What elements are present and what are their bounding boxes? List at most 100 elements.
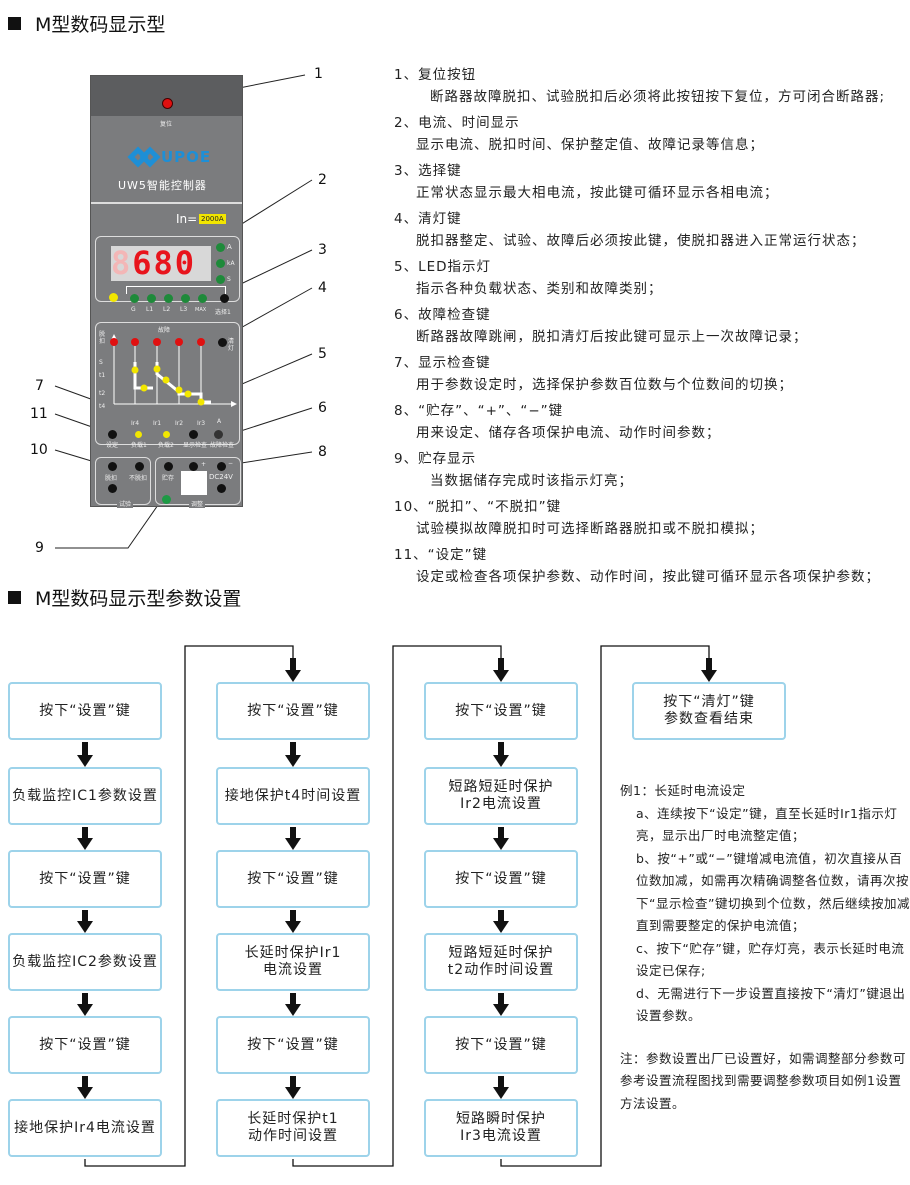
flow-step-label: 按下“清灯”键 参数查看结束 bbox=[663, 694, 755, 727]
section-title-display: M型数码显示型 bbox=[8, 10, 165, 37]
reset-label: 复位 bbox=[160, 121, 173, 128]
connector-line bbox=[500, 645, 710, 1167]
description-body: 当数据储存完成时该指示灯亮； bbox=[430, 473, 633, 489]
led-l2 bbox=[164, 294, 173, 303]
tick-t2: t2 bbox=[99, 390, 106, 397]
set-button[interactable] bbox=[108, 430, 117, 439]
plus-button[interactable] bbox=[189, 462, 198, 471]
flow-step-label: 按下“设置”键 bbox=[455, 870, 547, 887]
led-s bbox=[216, 275, 225, 284]
flow-step-label: 按下“设置”键 bbox=[247, 702, 339, 719]
description-item: 4、清灯键脱扣器整定、试验、故障后必须按此键，使脱扣器进入正常运行状态； bbox=[394, 208, 910, 252]
brand-logo-icon bbox=[127, 146, 161, 168]
description-body: 正常状态显示最大相电流，按此键可循环显示各相电流； bbox=[416, 185, 779, 201]
reset-button[interactable] bbox=[162, 98, 173, 109]
test-button[interactable] bbox=[108, 484, 117, 493]
clear-light-button[interactable] bbox=[218, 338, 227, 347]
square-bullet-icon bbox=[8, 17, 21, 30]
connector-line bbox=[292, 645, 502, 1167]
controller-panel: 复位 UPOE UW5智能控制器 In= 2000A 8680 A kA S G… bbox=[90, 75, 243, 508]
flow-step: 按下“设置”键 bbox=[8, 1016, 162, 1074]
callout-3: 3 bbox=[318, 242, 327, 258]
display-check-button[interactable] bbox=[189, 430, 198, 439]
example-section: 例1：长延时电流设定 a、连续按下“设定”键，直至长延时Ir1指示灯亮，显示出厂… bbox=[620, 780, 910, 1115]
down-arrow-icon bbox=[493, 910, 509, 933]
unit-ka: kA bbox=[227, 260, 235, 267]
fault-check-button[interactable] bbox=[214, 430, 223, 439]
down-arrow-icon bbox=[285, 827, 301, 850]
description-body: 脱扣器整定、试验、故障后必须按此键，使脱扣器进入正常运行状态； bbox=[416, 233, 866, 249]
divider bbox=[91, 202, 242, 204]
description-title: 6、故障检查键 bbox=[394, 307, 491, 323]
flow-step-label: 接地保护Ir4电流设置 bbox=[14, 1119, 156, 1136]
description-item: 10、“脱扣”、“不脱扣”键试验模拟故障脱扣时可选择断路器脱扣或不脱扣模拟； bbox=[394, 496, 910, 540]
description-body: 用来设定、储存各项保护电流、动作时间参数； bbox=[416, 425, 721, 441]
down-arrow-icon bbox=[285, 742, 301, 767]
flow-step-label: 长延时保护t1 动作时间设置 bbox=[247, 1111, 339, 1144]
flow-step: 长延时保护Ir1 电流设置 bbox=[216, 933, 370, 991]
label-l1: L1 bbox=[146, 306, 154, 313]
description-body: 指示各种负载状态、类别和故障类别； bbox=[416, 281, 663, 297]
panel-top-strip bbox=[91, 76, 242, 116]
down-arrow-icon bbox=[285, 910, 301, 933]
load1-label: 负载1 bbox=[131, 442, 147, 449]
unit-s: S bbox=[227, 276, 231, 283]
tick-t1: t1 bbox=[99, 372, 106, 379]
plus-label: + bbox=[201, 461, 207, 468]
no-trip-button[interactable] bbox=[135, 462, 144, 471]
trip-button[interactable] bbox=[108, 462, 117, 471]
led-l3 bbox=[181, 294, 190, 303]
flow-step: 按下“设置”键 bbox=[216, 1016, 370, 1074]
example-step-b: b、按“+”或“−”键增减电流值，初次直接从百位数加减，如需再次精确调整各位数，… bbox=[636, 850, 910, 934]
flow-step-label: 按下“设置”键 bbox=[247, 1036, 339, 1053]
callout-8: 8 bbox=[318, 444, 327, 460]
description-item: 6、故障检查键断路器故障跳闸，脱扣清灯后按此键可显示上一次故障记录； bbox=[394, 304, 910, 348]
minus-label: − bbox=[228, 460, 234, 467]
digital-display: 8680 bbox=[111, 246, 211, 281]
axis-y-label: S bbox=[99, 359, 103, 366]
tick-ir2: Ir2 bbox=[175, 420, 184, 427]
description-item: 1、复位按钮断路器故障脱扣、试验脱扣后必须将此按钮按下复位，方可闭合断路器; bbox=[394, 64, 910, 108]
adjust-label: 调整 bbox=[189, 499, 206, 508]
callout-4: 4 bbox=[318, 280, 327, 296]
callout-5: 5 bbox=[318, 346, 327, 362]
description-item: 11、“设定”键设定或检查各项保护参数、动作时间，按此键可循环显示各项保护参数； bbox=[394, 544, 910, 588]
minus-button[interactable] bbox=[217, 462, 226, 471]
label-g: G bbox=[131, 306, 136, 313]
description-item: 9、贮存显示当数据储存完成时该指示灯亮； bbox=[394, 448, 910, 492]
down-arrow-icon bbox=[493, 742, 509, 767]
description-title: 9、贮存显示 bbox=[394, 451, 477, 467]
display-check-label: 显示检查 bbox=[183, 442, 208, 449]
rated-current-badge: 2000A bbox=[199, 214, 226, 224]
select-button[interactable] bbox=[220, 294, 229, 303]
callout-11: 11 bbox=[30, 406, 48, 422]
description-title: 3、选择键 bbox=[394, 163, 462, 179]
down-arrow-icon bbox=[77, 1076, 93, 1099]
store-indicator-led bbox=[162, 495, 171, 504]
callout-2: 2 bbox=[318, 172, 327, 188]
callout-1: 1 bbox=[314, 66, 323, 82]
description-title: 7、显示检查键 bbox=[394, 355, 491, 371]
flow-step: 负载监控IC2参数设置 bbox=[8, 933, 162, 991]
dc24v-label: DC24V bbox=[209, 473, 233, 481]
led-g bbox=[130, 294, 139, 303]
description-title: 4、清灯键 bbox=[394, 211, 462, 227]
led-ka bbox=[216, 259, 225, 268]
flow-step: 长延时保护t1 动作时间设置 bbox=[216, 1099, 370, 1157]
example-title: 例1：长延时电流设定 bbox=[620, 783, 746, 798]
flow-step-label: 按下“设置”键 bbox=[39, 870, 131, 887]
callout-9: 9 bbox=[35, 540, 44, 556]
description-title: 11、“设定”键 bbox=[394, 547, 488, 563]
flow-step: 按下“设置”键 bbox=[216, 682, 370, 740]
connector-line bbox=[84, 645, 294, 1167]
description-item: 5、LED指示灯指示各种负载状态、类别和故障类别； bbox=[394, 256, 910, 300]
flow-step: 按下“设置”键 bbox=[424, 850, 578, 908]
description-title: 2、电流、时间显示 bbox=[394, 115, 520, 131]
unit-a: A bbox=[227, 243, 232, 251]
flow-step-label: 按下“设置”键 bbox=[39, 1036, 131, 1053]
dim-digit: 8 bbox=[111, 244, 133, 282]
port-window bbox=[181, 471, 207, 495]
down-arrow-icon bbox=[77, 993, 93, 1016]
description-body: 断路器故障跳闸，脱扣清灯后按此键可显示上一次故障记录； bbox=[416, 329, 808, 345]
down-arrow-icon bbox=[285, 993, 301, 1016]
